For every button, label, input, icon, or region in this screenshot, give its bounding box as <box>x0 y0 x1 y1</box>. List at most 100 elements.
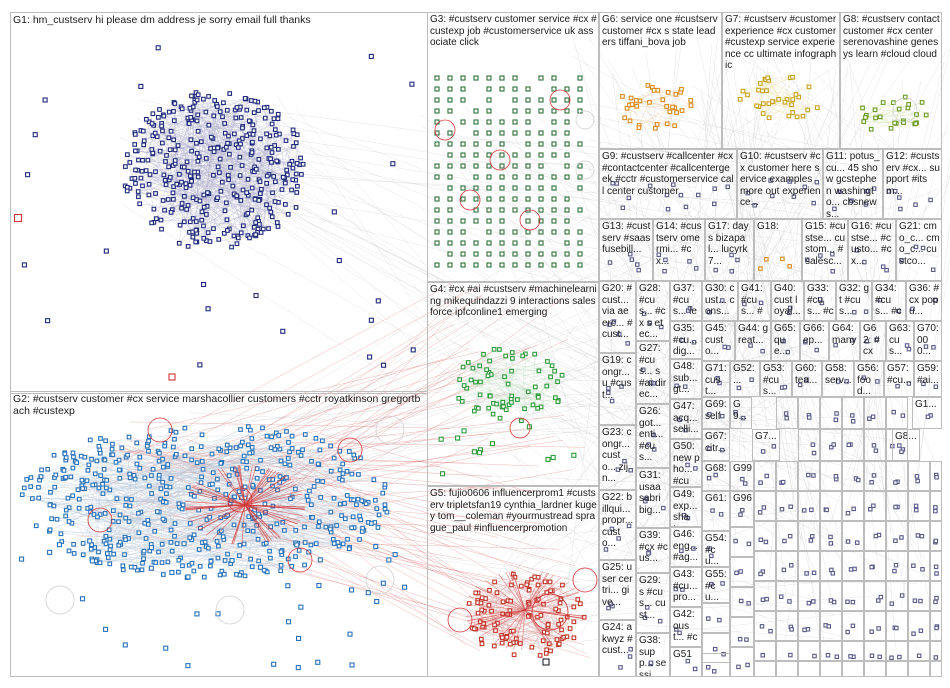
network-edge <box>722 24 925 188</box>
network-node <box>250 122 256 128</box>
network-node <box>271 174 277 179</box>
group-panel-small <box>702 653 730 677</box>
network-node <box>149 220 155 226</box>
group-panel-small <box>842 521 864 551</box>
group-panel-small <box>886 581 908 611</box>
network-edge <box>241 165 253 189</box>
network-edge <box>747 70 826 467</box>
network-edge <box>254 102 258 172</box>
group-panel-small <box>886 661 908 677</box>
network-node <box>158 217 164 223</box>
network-edge <box>278 114 286 184</box>
group-panel-g65: G65: que... <box>771 321 800 361</box>
group-panel-g7: G7: #custserv #customerexperience #cx cu… <box>722 12 840 149</box>
network-edge-red <box>282 362 455 496</box>
group-panel-small <box>930 491 942 521</box>
group-panel-small <box>820 397 842 429</box>
group-panel-small <box>842 551 864 581</box>
network-edge <box>473 572 815 639</box>
network-edge <box>288 416 850 441</box>
network-node <box>275 111 281 117</box>
network-node <box>159 226 164 232</box>
network-edge <box>692 97 934 590</box>
group-label-g45: G45: custo... <box>705 323 727 357</box>
network-edge <box>692 130 903 499</box>
group-panel-g62: G62: #cx <box>860 321 886 361</box>
group-panel-small <box>776 461 798 491</box>
network-edge <box>693 29 735 156</box>
group-panel-g34: G34: #cus... #cx... <box>872 281 906 321</box>
group-panel-small <box>864 581 886 611</box>
network-node <box>179 201 185 206</box>
network-node <box>189 148 195 154</box>
network-edge <box>198 117 266 132</box>
network-edge <box>479 118 715 586</box>
network-node <box>269 150 275 155</box>
network-edge <box>179 184 297 193</box>
network-edge <box>531 391 783 531</box>
group-panel-small <box>820 521 842 551</box>
network-node <box>171 118 177 123</box>
group-panel-g41: G41: #cus... #me... <box>738 281 771 321</box>
group-panel-small <box>908 491 930 521</box>
group-panel-g99: G99 <box>730 461 754 491</box>
group-label-g69: G69: self <box>705 399 727 422</box>
network-edge <box>163 115 243 129</box>
network-edge <box>191 119 253 126</box>
group-panel-small <box>908 611 930 641</box>
network-node <box>137 201 143 207</box>
group-label-g12: G12: #custserv #cx... support #itsm... <box>886 151 940 197</box>
network-edge <box>228 117 237 137</box>
network-edge-red <box>306 289 573 491</box>
group-label-g21: G21: cmo_c... cmo_c... custco... <box>899 221 940 267</box>
group-label-g48: G48: sub... gt... <box>673 361 698 395</box>
network-node <box>168 210 174 215</box>
network-edge <box>138 159 269 175</box>
network-edge <box>242 174 270 191</box>
network-node <box>133 181 138 186</box>
group-label-g18: G18: <box>757 221 779 232</box>
network-edge <box>552 509 809 536</box>
group-panel-small <box>776 581 798 611</box>
network-edge <box>245 98 277 136</box>
network-edge <box>268 146 294 175</box>
group-panel-g21: G21: cmo_c... cmo_c... custco... <box>896 219 942 281</box>
group-panel-g48: G48: sub... gt... <box>670 359 702 399</box>
network-node <box>127 160 133 165</box>
group-label-g54: G54: #cu... <box>705 533 727 567</box>
network-node <box>237 154 243 160</box>
group-panel-small <box>908 551 930 581</box>
network-edge <box>134 132 153 136</box>
group-panel-g39: G39: #cx #cus... <box>636 528 670 573</box>
group-label-g40: G40: cust loyal... <box>774 283 801 317</box>
group-panel-small <box>864 491 886 521</box>
group-label-g42: G42: oust... #cu... <box>673 609 698 646</box>
group-label-g61: G61: <box>705 493 727 504</box>
group-panel-g14: G14: #custserv omermi... #cx... <box>653 219 705 281</box>
network-node <box>162 207 167 213</box>
group-panel-small <box>730 587 754 617</box>
network-node <box>215 145 221 151</box>
network-edge <box>248 177 793 495</box>
group-panel-small <box>798 461 820 491</box>
network-edge <box>466 205 934 256</box>
network-edge <box>268 192 297 229</box>
group-label-g29: G29: s #cus... cust... <box>639 575 666 621</box>
network-edge <box>230 139 752 501</box>
network-edge <box>921 157 950 391</box>
group-panel-small <box>776 491 798 521</box>
group-label-g22: G22: billqui... propr... custo... <box>602 492 634 549</box>
network-edge <box>517 321 721 525</box>
group-panel-small <box>754 661 776 677</box>
network-node <box>237 173 243 178</box>
network-node <box>168 128 174 134</box>
network-edge <box>163 174 274 177</box>
network-node <box>244 107 250 113</box>
network-node <box>172 147 178 153</box>
network-edge <box>607 144 613 369</box>
group-panel-small <box>798 491 820 521</box>
network-edge <box>170 111 272 150</box>
group-panel-small <box>842 611 864 641</box>
group-panel-small <box>908 661 930 677</box>
group-panel-g46: G46: eng... #ag... <box>670 527 702 567</box>
